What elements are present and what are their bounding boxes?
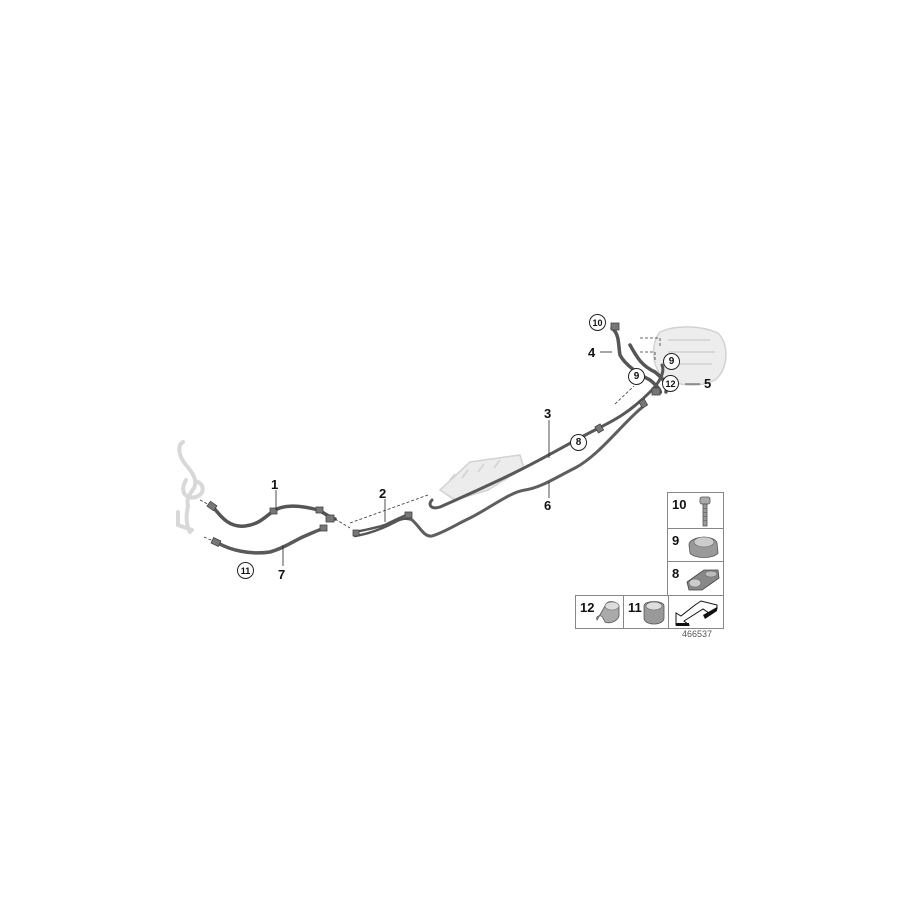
diagram-id: 466537: [682, 629, 713, 639]
leader-lines: [275, 351, 700, 566]
legend-num-8: 8: [672, 566, 680, 581]
legend-num-10: 10: [672, 497, 687, 512]
pipe-7: [216, 526, 327, 555]
right-pump-ghost: [652, 326, 727, 386]
pipe-2: [353, 513, 414, 538]
callout-10-circled: 10: [589, 314, 606, 331]
callout-3: 3: [544, 406, 552, 421]
callout-5: 5: [704, 376, 712, 391]
legend-box-9: 9: [667, 528, 724, 562]
bolt-icon: [699, 496, 711, 527]
legend-box-direction: [668, 595, 724, 629]
callout-2: 2: [379, 486, 387, 501]
legend-box-12: 12: [575, 595, 624, 629]
pipe-6: [403, 403, 647, 538]
open-clamp-icon: [596, 601, 620, 624]
clamp-icon: [688, 536, 719, 558]
legend-box-8: 8: [667, 561, 724, 596]
legend-num-11: 11: [628, 600, 642, 615]
ring-clamp-icon: [643, 601, 665, 625]
fittings: [206, 322, 661, 547]
callout-11-circled: 11: [237, 562, 254, 579]
callout-1: 1: [271, 477, 279, 492]
pipe-3: [428, 363, 665, 510]
callout-6: 6: [544, 498, 552, 513]
callout-8-circled: 8: [570, 434, 587, 451]
legend-box-11: 11: [623, 595, 669, 629]
legend-num-9: 9: [672, 533, 680, 548]
callout-4: 4: [588, 345, 596, 360]
left-manifold-ghost: [176, 440, 205, 534]
double-clamp-icon: [686, 569, 720, 591]
direction-arrow-icon: [675, 600, 718, 626]
callout-12-circled: 12: [662, 375, 679, 392]
callout-9-circled-lower: 9: [628, 368, 645, 385]
legend-num-12: 12: [580, 600, 595, 615]
callout-9-circled-upper: 9: [663, 353, 680, 370]
legend-box-10: 10: [667, 492, 724, 529]
callout-7: 7: [278, 567, 286, 582]
